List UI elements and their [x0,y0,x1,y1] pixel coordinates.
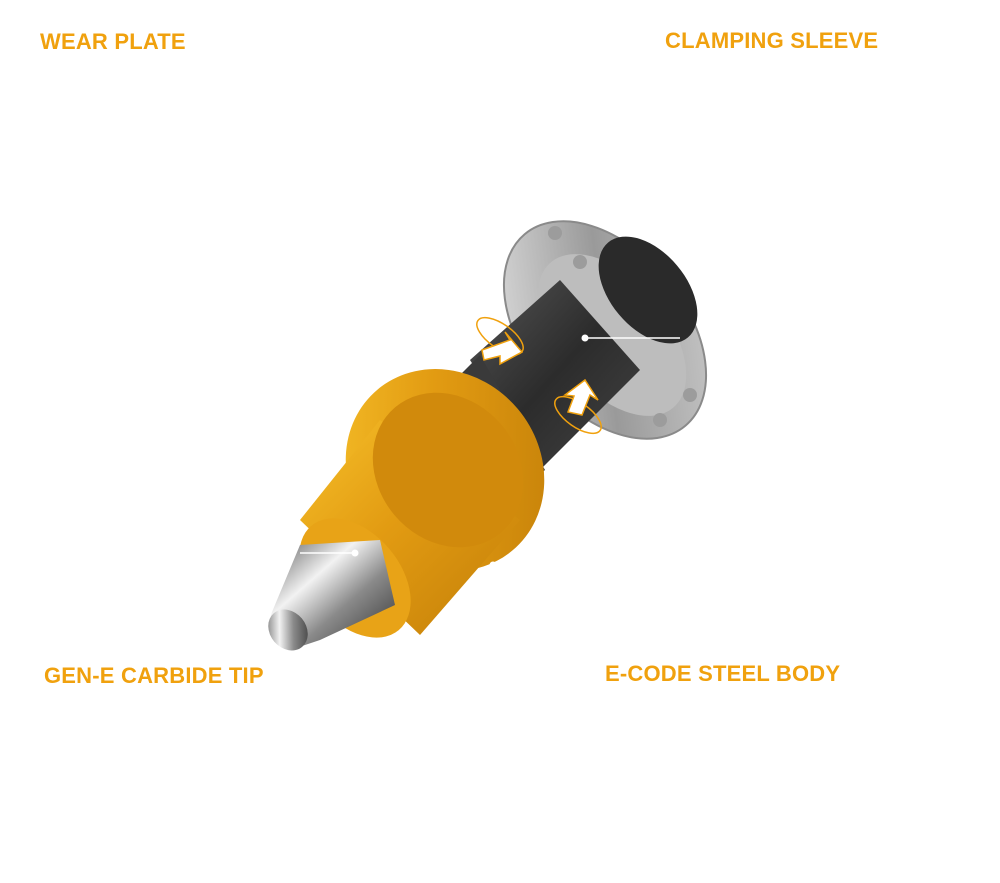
rotation-arrow-lower [554,378,602,435]
label-carbide-tip: GEN-E CARBIDE TIP [44,663,264,688]
shank-end-part [598,236,698,344]
label-wear-plate: WEAR PLATE [40,29,186,54]
label-steel-body: E-CODE STEEL BODY [605,661,841,686]
carbide-tip-part [268,540,395,651]
label-clamping-sleeve: CLAMPING SLEEVE [665,28,879,53]
rotation-arrow-icon [481,331,524,366]
steel-body-part [299,369,545,638]
rotation-arrow-upper [476,316,524,366]
rotation-arrow-icon [563,378,599,416]
